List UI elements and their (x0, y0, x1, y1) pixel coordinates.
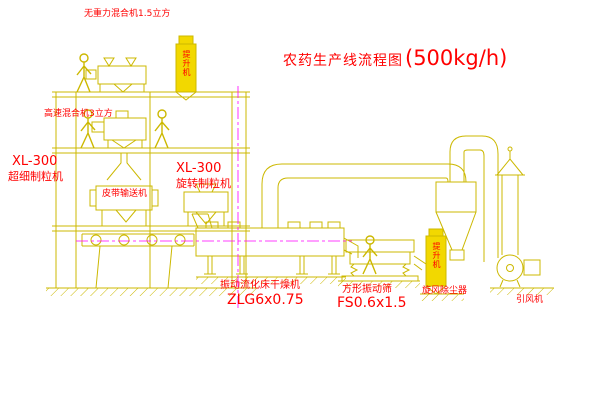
label-gravity-mixer: 无重力混合机1.5立方 (84, 9, 171, 19)
cyclone-drawing (435, 152, 477, 261)
belt-conveyor-drawing (81, 233, 195, 289)
label-belt-conveyor: 皮带输送机 (102, 189, 148, 199)
person-figure (362, 235, 378, 275)
label-granulator-center-model: XL-300 (176, 161, 222, 176)
label-high-speed-mixer: 高速混合机3立方 (44, 109, 113, 119)
label-screen-model: FS0.6x1.5 (337, 295, 407, 311)
label-granulator-left-name: 超细制粒机 (8, 170, 63, 183)
person-figure (154, 109, 170, 149)
exhaust-stack-drawing (495, 146, 525, 255)
centerlines (76, 86, 352, 308)
induced-draft-fan-drawing (496, 254, 541, 288)
vibrating-screen-drawing (341, 239, 427, 282)
ground-hatch (46, 276, 554, 301)
label-dryer-model: ZLG6x0.75 (227, 292, 304, 308)
title-capacity: (500kg/h) (405, 46, 508, 70)
high-speed-mixer-drawing (91, 110, 147, 149)
structure-frame (52, 91, 250, 288)
label-granulator-center-name: 旋转制粒机 (176, 177, 231, 190)
page-title: 农药生产线流程图 (500kg/h) (283, 46, 507, 70)
bucket-elevator-right-drawing (425, 228, 447, 295)
label-elevator-top: 提升机 (182, 50, 191, 77)
label-granulator-left-model: XL-300 (12, 154, 58, 169)
title-text: 农药生产线流程图 (283, 53, 403, 69)
label-cyclone: 旋风除尘器 (422, 286, 468, 296)
exhaust-duct-drawing (261, 163, 467, 228)
label-induced-draft-fan: 引风机 (516, 295, 544, 305)
label-dryer-name: 振动流化床干燥机 (220, 280, 300, 291)
gravity-mixer-drawing (85, 57, 147, 93)
cyclone-outlet-duct-drawing (449, 135, 499, 262)
y-chute-drawing (106, 153, 142, 181)
label-elevator-right: 提升机 (432, 242, 441, 269)
fluid-bed-dryer-drawing (191, 213, 359, 275)
label-screen-name: 方形振动筛 (342, 284, 392, 295)
person-figure (76, 53, 92, 93)
granulator-center-drawing (183, 183, 229, 226)
granulator-left-drawing (89, 185, 159, 226)
bucket-elevator-top-drawing (175, 35, 197, 101)
